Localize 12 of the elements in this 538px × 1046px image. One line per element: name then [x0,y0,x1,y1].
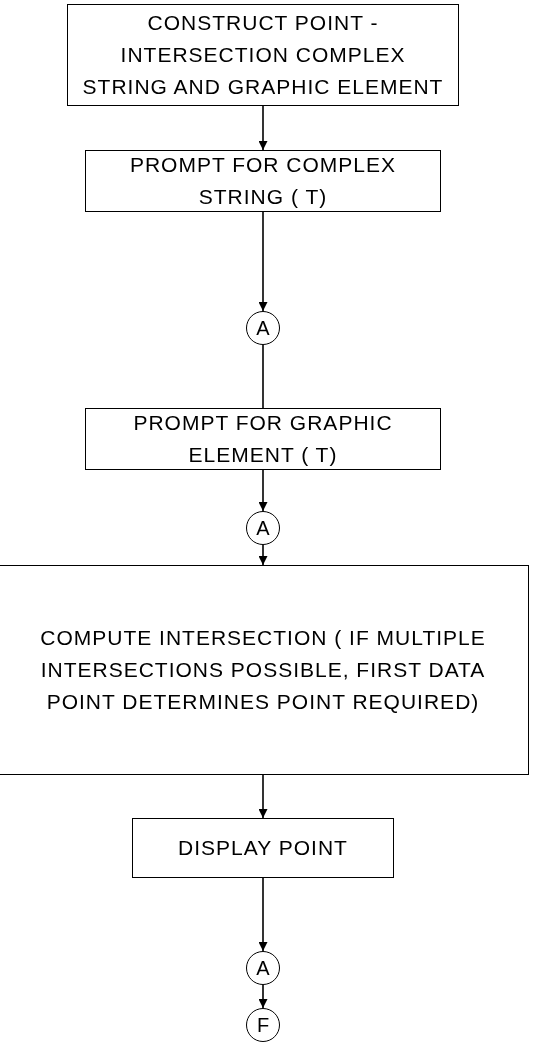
process-box: PROMPT FOR GRAPHIC ELEMENT ( T) [85,408,441,470]
arrow [258,984,268,1009]
process-box: DISPLAY POINT [132,818,394,878]
arrow [258,469,268,512]
arrow [258,544,268,566]
process-box: PROMPT FOR COMPLEX STRING ( T) [85,150,441,212]
arrow [258,211,268,312]
process-box: COMPUTE INTERSECTION ( IF MULTIPLE INTERSECTIONS POSSIBLE, FIRST DATA POINT DETERMINES POINT REQUIRED) [0,565,529,775]
arrow [258,105,268,151]
arrow [258,877,268,952]
process-box: CONSTRUCT POINT - INTERSECTION COMPLEX STRING AND GRAPHIC ELEMENT [67,4,459,106]
arrow [258,774,268,819]
